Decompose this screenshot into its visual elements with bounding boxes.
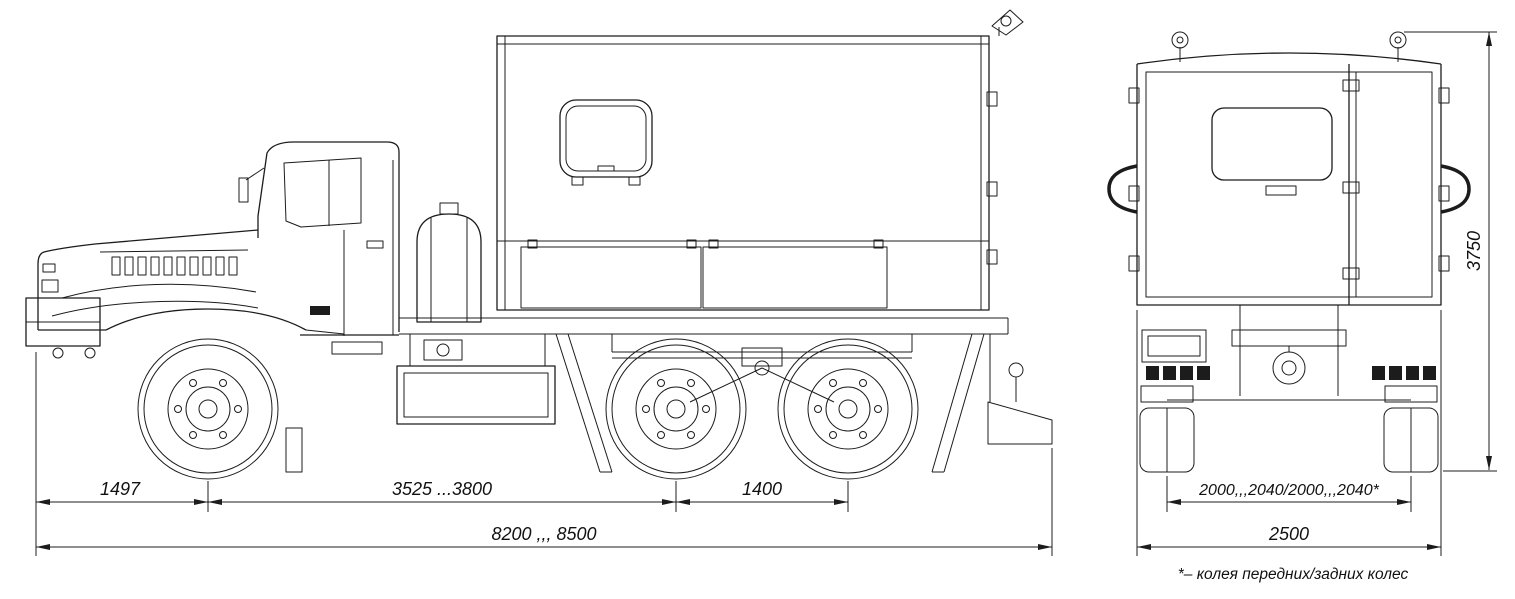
rear-door-handle	[1265, 185, 1297, 196]
roof-vent-left-icon	[1171, 31, 1189, 62]
bogie-spacing-label: 1400	[742, 479, 782, 499]
rear-view	[1107, 31, 1471, 473]
tail-lights-right	[1372, 366, 1436, 380]
front-fender	[105, 308, 307, 331]
track-footnote: *– колея передних/задних колес	[1178, 566, 1409, 583]
door-handle	[366, 240, 384, 249]
wheelbase-label: 3525 ...3800	[392, 479, 492, 499]
mudflaps	[285, 333, 985, 473]
front-overhang-label: 1497	[100, 479, 141, 499]
rear-box	[1107, 31, 1471, 306]
front-wheel	[137, 338, 279, 480]
marker-light-icon	[42, 263, 56, 273]
side-view	[25, 9, 1053, 480]
grille-louvers	[111, 256, 238, 276]
rear-suspension	[611, 334, 913, 403]
roof-lamp-icon	[991, 9, 1024, 36]
overall-width-label: 2500	[1268, 524, 1309, 544]
box-body	[496, 9, 1024, 311]
behind-cab-equipment	[396, 202, 556, 425]
mirror-icon	[238, 167, 265, 203]
tail-lights-left	[1146, 366, 1210, 380]
roof-vent-right-icon	[1389, 31, 1407, 62]
grab-handle-left	[1107, 164, 1138, 214]
rear-track-label: 2000,,,2040/2000,,,2040*	[1198, 482, 1379, 499]
cab-step	[331, 341, 383, 355]
rear-wheel-2	[777, 338, 919, 480]
headlight-icon	[41, 279, 59, 293]
ural-badge	[310, 306, 330, 315]
overall-length-label: 8200 ,,, 8500	[491, 524, 596, 544]
rear-undercarriage	[1140, 305, 1438, 403]
dimension-lines	[35, 31, 1497, 556]
rear-step	[987, 362, 1053, 445]
hood-front	[25, 229, 345, 359]
chassis-frame	[399, 317, 1009, 402]
rear-wheel-1	[605, 338, 747, 480]
overall-height-label: 3750	[1464, 231, 1484, 271]
dimension-labels: 1497 3525 ...3800 1400 8200 ,,, 8500 200…	[100, 231, 1484, 583]
toolbox	[396, 334, 556, 425]
dimension-arrows	[36, 32, 1492, 550]
rear-wheels	[1139, 407, 1439, 473]
box-window	[559, 99, 653, 186]
rear-door-window	[1211, 107, 1333, 181]
front-bumper	[25, 297, 101, 359]
license-plate	[1141, 329, 1207, 363]
grab-handle-right	[1440, 164, 1471, 214]
cab	[238, 141, 400, 355]
